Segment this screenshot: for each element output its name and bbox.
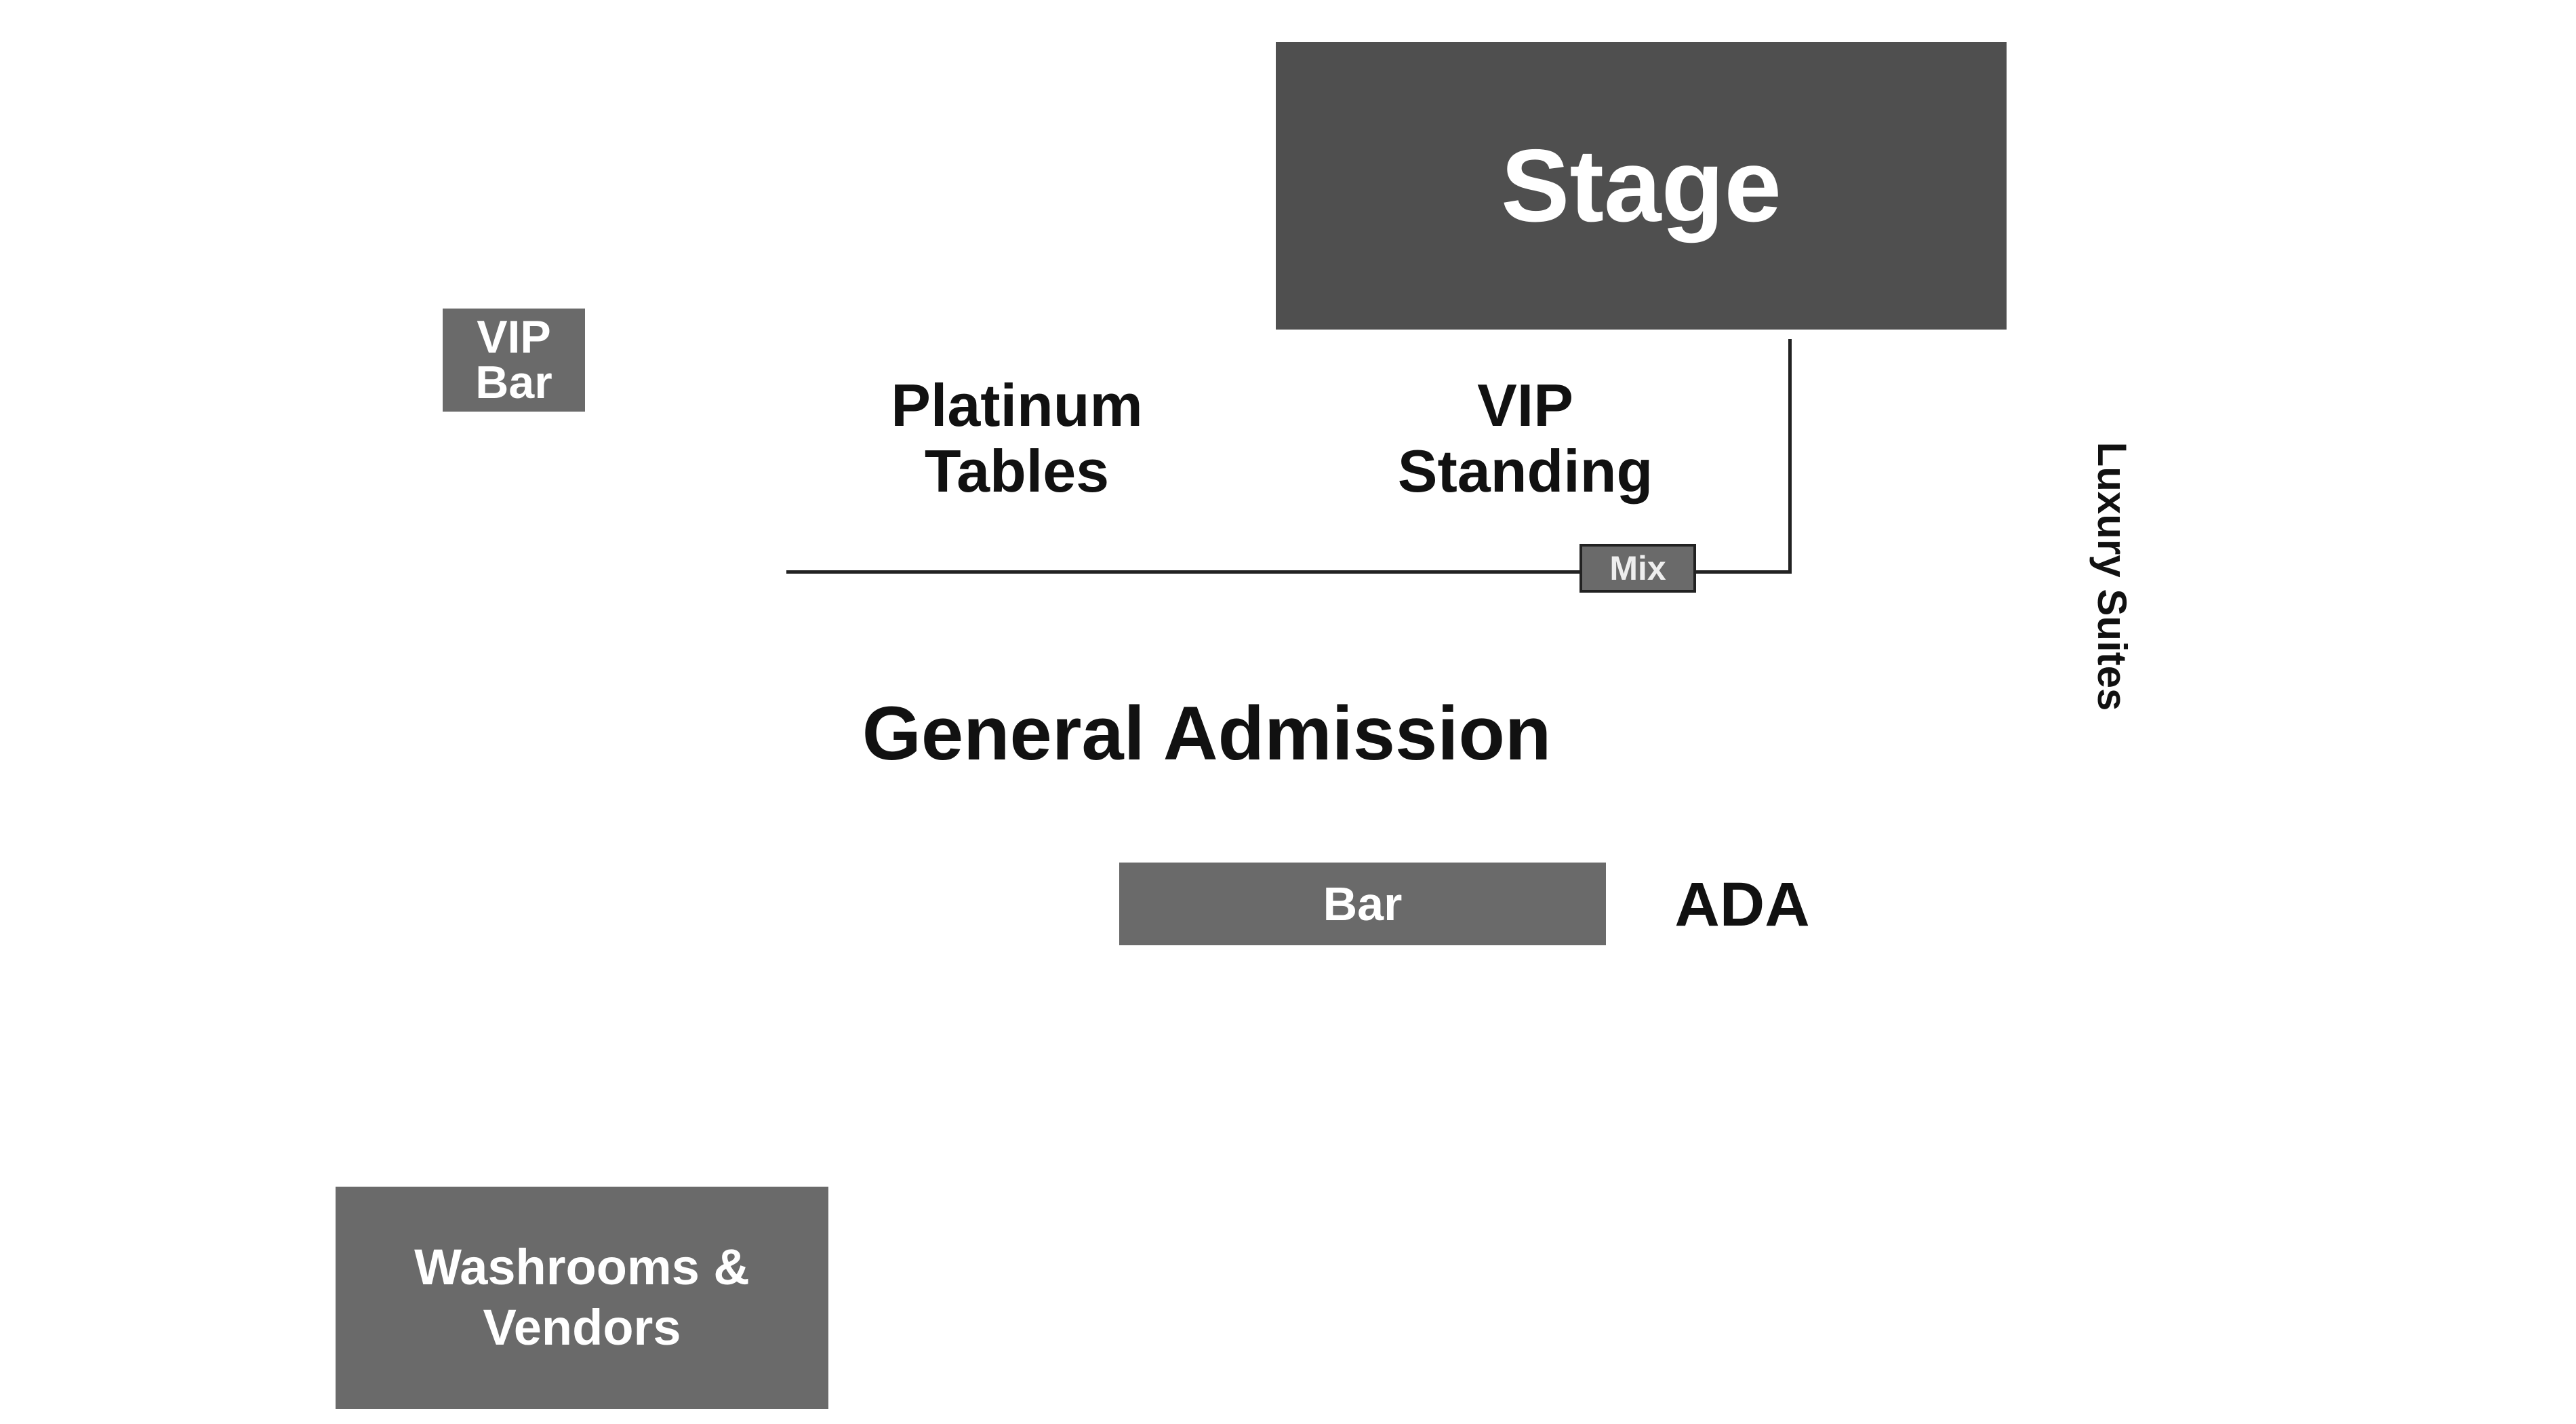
- washrooms-vendors-label-line-1: Washrooms &: [414, 1239, 750, 1296]
- luxury-suites-section[interactable]: Luxury Suites: [2089, 427, 2135, 726]
- vip-standing-label-line-2: Standing: [1397, 437, 1653, 505]
- section-divider-horizontal-right: [1696, 570, 1792, 574]
- vip-bar-label-line-2: Bar: [475, 357, 552, 408]
- ada-label: ADA: [1674, 870, 1810, 939]
- general-admission-label: General Admission: [862, 691, 1552, 776]
- platinum-tables-label-line-2: Tables: [924, 437, 1110, 505]
- mix-label: Mix: [1609, 549, 1666, 587]
- section-divider-vertical: [1788, 339, 1792, 574]
- mix-booth[interactable]: Mix: [1579, 544, 1696, 593]
- platinum-tables-label-line-1: Platinum: [891, 372, 1143, 439]
- vip-bar-label-line-1: VIP: [477, 311, 551, 363]
- stage-label: Stage: [1501, 127, 1782, 243]
- ada-section[interactable]: ADA: [1654, 870, 1830, 939]
- bar-label: Bar: [1323, 877, 1403, 930]
- vip-standing-label-line-1: VIP: [1477, 372, 1573, 439]
- washrooms-vendors-area[interactable]: Washrooms & Vendors: [336, 1187, 828, 1409]
- vip-standing-section[interactable]: VIP Standing: [1349, 372, 1702, 505]
- platinum-tables-section[interactable]: Platinum Tables: [841, 372, 1193, 505]
- section-divider-horizontal: [786, 570, 1579, 574]
- general-admission-section[interactable]: General Admission: [780, 692, 1634, 775]
- luxury-suites-label: Luxury Suites: [2089, 441, 2135, 711]
- vip-bar-area[interactable]: VIP Bar: [443, 309, 585, 412]
- washrooms-vendors-label-line-2: Vendors: [483, 1299, 681, 1356]
- bar-area[interactable]: Bar: [1119, 863, 1606, 945]
- stage-area[interactable]: Stage: [1276, 42, 2007, 330]
